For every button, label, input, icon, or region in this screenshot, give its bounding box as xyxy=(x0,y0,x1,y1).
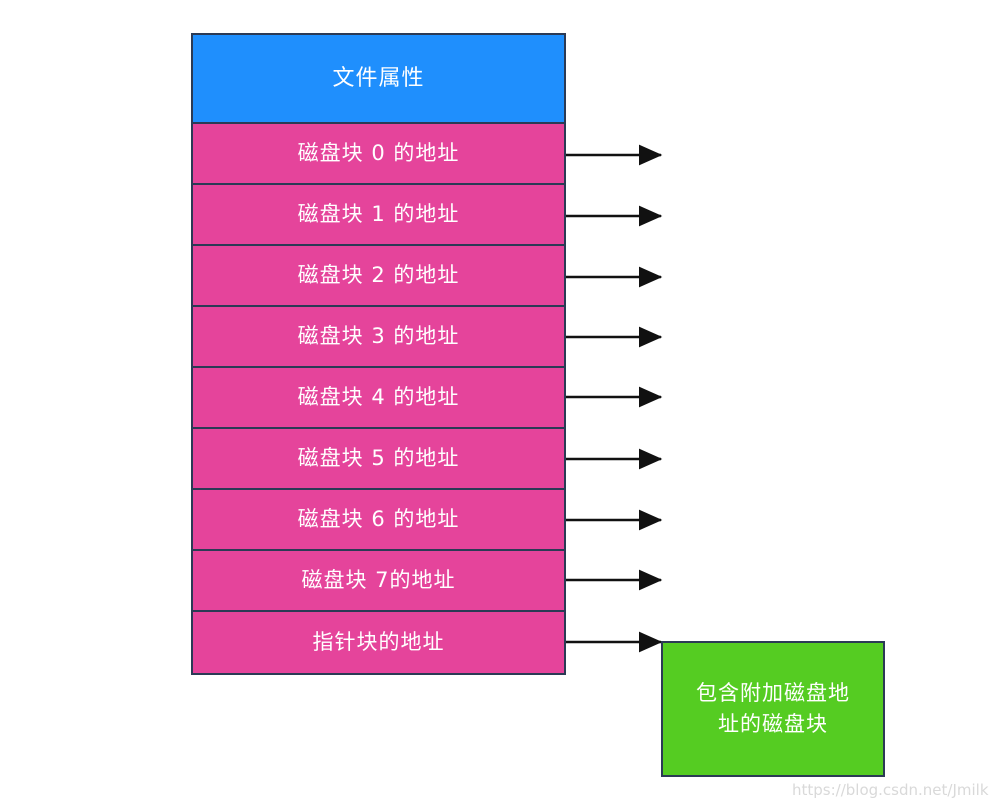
disk-block-pointer-label-1: 磁盘块 1 的地址 xyxy=(297,202,460,226)
disk-block-pointer-label-7: 磁盘块 7的地址 xyxy=(301,568,456,592)
indirect-disk-block-label: 包含附加磁盘地 址的磁盘块 xyxy=(696,680,850,737)
disk-block-pointer-label-2: 磁盘块 2 的地址 xyxy=(297,263,460,287)
watermark: https://blog.csdn.net/Jmilk xyxy=(792,781,989,799)
indirect-block-pointer-label: 指针块的地址 xyxy=(312,630,445,654)
inode-table: 文件属性 磁盘块 0 的地址 磁盘块 1 的地址 磁盘块 2 的地址 磁盘块 3… xyxy=(191,33,566,675)
indirect-disk-block: 包含附加磁盘地 址的磁盘块 xyxy=(661,641,885,777)
file-attributes-row: 文件属性 xyxy=(193,35,564,124)
disk-block-pointer-row-3: 磁盘块 3 的地址 xyxy=(193,307,564,368)
disk-block-pointer-row-5: 磁盘块 5 的地址 xyxy=(193,429,564,490)
disk-block-pointer-label-4: 磁盘块 4 的地址 xyxy=(297,385,460,409)
disk-block-pointer-row-4: 磁盘块 4 的地址 xyxy=(193,368,564,429)
disk-block-pointer-row-1: 磁盘块 1 的地址 xyxy=(193,185,564,246)
disk-block-pointer-row-7: 磁盘块 7的地址 xyxy=(193,551,564,612)
disk-block-pointer-row-6: 磁盘块 6 的地址 xyxy=(193,490,564,551)
disk-block-pointer-label-0: 磁盘块 0 的地址 xyxy=(297,141,460,165)
disk-block-pointer-label-5: 磁盘块 5 的地址 xyxy=(297,446,460,470)
disk-block-pointer-label-6: 磁盘块 6 的地址 xyxy=(297,507,460,531)
disk-block-pointer-row-2: 磁盘块 2 的地址 xyxy=(193,246,564,307)
disk-block-pointer-label-3: 磁盘块 3 的地址 xyxy=(297,324,460,348)
indirect-block-pointer-row: 指针块的地址 xyxy=(193,612,564,673)
file-attributes-label: 文件属性 xyxy=(332,65,425,91)
disk-block-pointer-row-0: 磁盘块 0 的地址 xyxy=(193,124,564,185)
